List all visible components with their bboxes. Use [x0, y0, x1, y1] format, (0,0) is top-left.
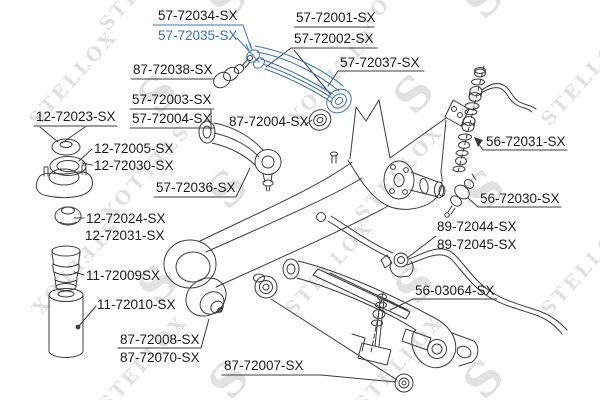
lower-stab-link-drawing [351, 292, 392, 366]
part-label-57-72034[interactable]: 57-72034-SX [158, 8, 238, 23]
subframe-arm-drawing [163, 151, 389, 289]
part-label-89-72045[interactable]: 89-72045-SX [437, 237, 517, 252]
knuckle-hub-drawing [347, 99, 470, 210]
arrowhead [474, 137, 483, 147]
upper-stab-link-stack-drawing [452, 65, 537, 173]
part-label-11-72009[interactable]: 11-72009SX [86, 268, 161, 283]
stab-bushing-bracket-drawing [380, 252, 414, 278]
part-label-11-72010[interactable]: 11-72010-SX [97, 297, 176, 312]
part-label-87-72008[interactable]: 87-72008-SX [120, 332, 200, 347]
ball-joint-drawing [213, 55, 253, 89]
lower-arm-drawing [282, 258, 479, 369]
big-bushing-drawing [185, 277, 227, 317]
highlight-leader-lines [152, 24, 260, 63]
leader-lines [33, 26, 568, 383]
part-label-57-72001[interactable]: 57-72001-SX [296, 10, 376, 25]
small-bushing-drawing [253, 273, 278, 299]
part-label-12-72030[interactable]: 12-72030-SX [94, 158, 174, 173]
trailing-bushing-in-place-drawing [394, 373, 414, 393]
part-label-12-72031[interactable]: 12-72031-SX [85, 228, 165, 243]
part-label-56-72031[interactable]: 56-72031-SX [486, 134, 566, 149]
part-label-57-72003[interactable]: 57-72003-SX [132, 92, 212, 107]
part-label-57-72004[interactable]: 57-72004-SX [132, 111, 212, 126]
strut-mount-parts-drawing [35, 138, 93, 358]
arm-bushing-drawing [308, 109, 332, 131]
part-label-12-72005[interactable]: 12-72005-SX [94, 141, 174, 156]
part-label-89-72044[interactable]: 89-72044-SX [437, 219, 517, 234]
part-label-87-72070[interactable]: 87-72070-SX [120, 350, 200, 365]
part-label-57-72035-highlighted[interactable]: 57-72035-SX [158, 28, 238, 43]
leader-dot [75, 324, 81, 330]
part-label-87-72004[interactable]: 87-72004-SX [229, 114, 309, 129]
part-label-57-72036[interactable]: 57-72036-SX [156, 180, 236, 195]
part-label-12-72023[interactable]: 12-72023-SX [36, 109, 116, 124]
upper-stab-link-drawing [444, 173, 477, 218]
front-lateral-arm-drawing [198, 120, 282, 192]
part-label-12-72024[interactable]: 12-72024-SX [86, 211, 166, 226]
stabilizer-bar-drawing [327, 215, 568, 335]
part-label-87-72038[interactable]: 87-72038-SX [133, 62, 213, 77]
part-label-57-72037[interactable]: 57-72037-SX [340, 55, 420, 70]
part-label-87-72007[interactable]: 87-72007-SX [224, 358, 304, 373]
rear-lateral-arm-highlighted-drawing [245, 42, 352, 114]
part-label-56-72030[interactable]: 56-72030-SX [480, 191, 560, 206]
part-label-56-03064[interactable]: 56-03064-SX [415, 283, 495, 298]
part-label-57-72002[interactable]: 57-72002-SX [294, 31, 374, 46]
